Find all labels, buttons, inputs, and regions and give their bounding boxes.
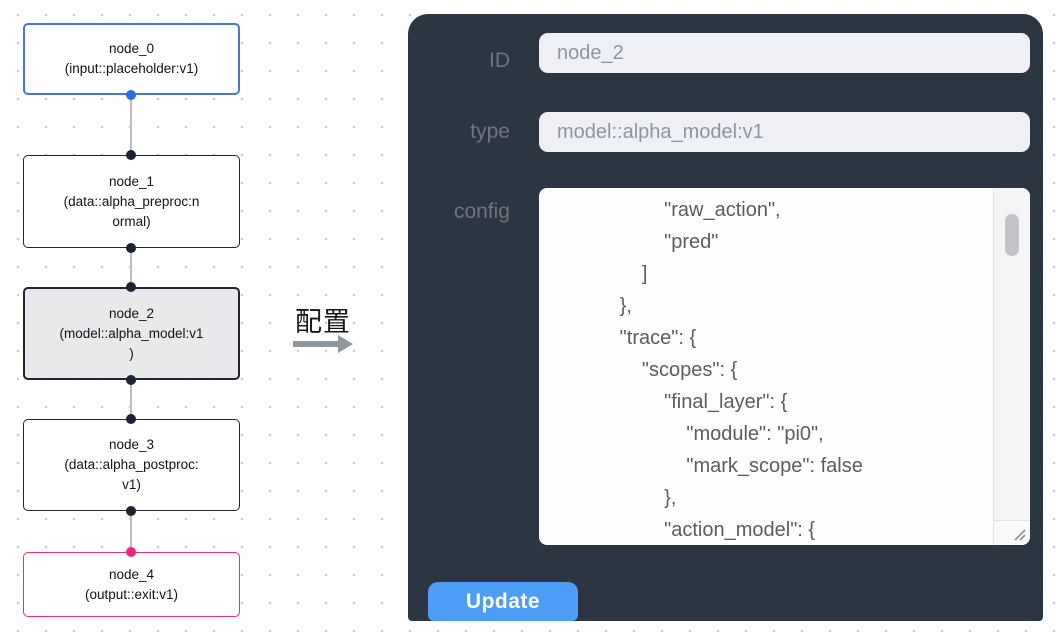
node-node_2[interactable]: node_2 (model::alpha_model:v1 ) [23,287,240,380]
edge-node_0-node_1[interactable] [130,95,132,155]
handle-node_3-target[interactable] [126,414,136,424]
node-node_1[interactable]: node_1 (data::alpha_preproc:n ormal) [23,155,240,248]
edge-node_1-node_2[interactable] [130,248,132,287]
node-node_0[interactable]: node_0 (input::placeholder:v1) [23,23,240,95]
id-label: ID [489,49,510,72]
edge-node_2-node_3[interactable] [130,380,132,419]
handle-node_1-source[interactable] [126,243,136,253]
update-button[interactable]: Update [428,582,578,621]
annotation-label: 配置 [295,307,351,337]
config-editor: "raw_action", "pred" ] }, "trace": { "sc… [539,188,1030,545]
handle-node_1-target[interactable] [126,150,136,160]
type-label: type [470,120,510,143]
textarea-resize-corner[interactable] [993,520,1030,545]
textarea-scrollbar[interactable] [993,188,1030,520]
handle-node_3-source[interactable] [126,506,136,516]
edge-node_3-node_4[interactable] [130,511,132,552]
config-panel: ID type config "raw_action", "pred" ] },… [408,14,1043,621]
annotation-arrow-head-icon [338,335,353,353]
handle-node_2-source[interactable] [126,375,136,385]
handle-node_4-target[interactable] [126,547,136,557]
node-node_3[interactable]: node_3 (data::alpha_postproc: v1) [23,419,240,511]
node-node_4[interactable]: node_4 (output::exit:v1) [23,552,240,617]
config-label: config [453,200,510,223]
handle-node_0-source[interactable] [126,90,136,100]
type-input[interactable] [539,112,1030,152]
resize-handle-icon[interactable] [1011,526,1027,542]
config-textarea[interactable]: "raw_action", "pred" ] }, "trace": { "sc… [539,188,993,545]
annotation-arrow [293,341,340,347]
handle-node_2-target[interactable] [126,282,136,292]
id-input[interactable] [539,33,1030,73]
scrollbar-thumb[interactable] [1005,214,1019,256]
